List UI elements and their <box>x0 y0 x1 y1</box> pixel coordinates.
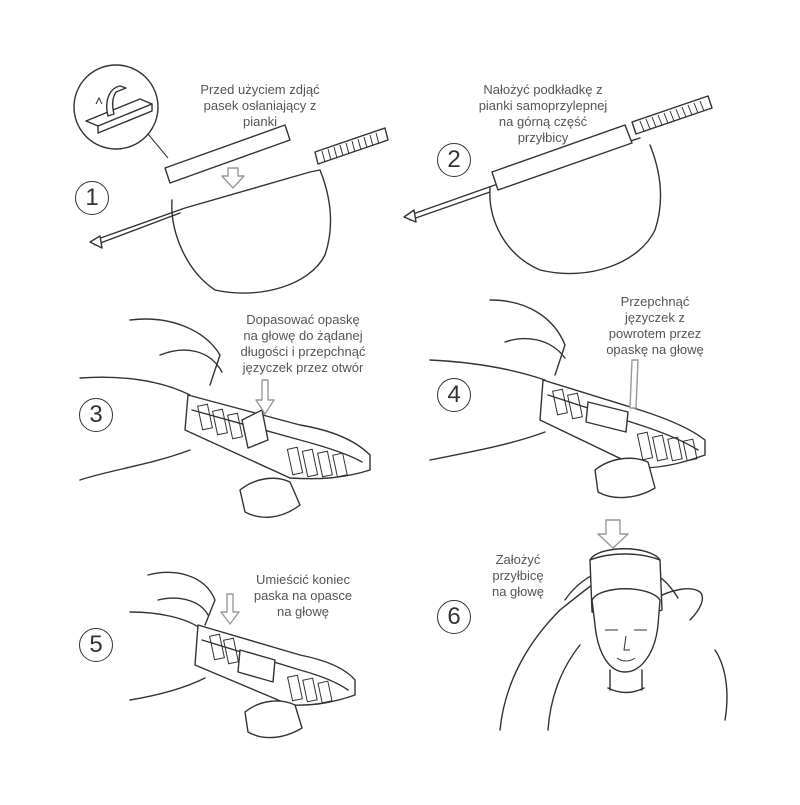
step6-caption: Założyć przyłbicę na głowę <box>491 552 545 599</box>
step1-illustration <box>73 64 389 294</box>
step2-number: 2 <box>437 143 471 177</box>
down-arrow-icon <box>221 167 245 189</box>
step1-number: 1 <box>75 181 109 215</box>
peel-off-detail-icon <box>73 64 169 159</box>
step4-caption: Przepchnąć języczek z powrotem przez opa… <box>606 294 704 357</box>
step6-illustration <box>499 519 728 731</box>
step5-illustration <box>129 571 356 739</box>
step1-caption: Przed użyciem zdjąć pasek osłaniający z … <box>200 82 320 129</box>
step4-number: 4 <box>437 378 471 412</box>
step5-number: 5 <box>79 628 113 662</box>
step3-caption: Dopasować opaskę na głowę do żądanej dłu… <box>240 312 366 375</box>
step3-number: 3 <box>79 398 113 432</box>
step3-illustration <box>79 318 371 518</box>
step4-illustration <box>429 299 706 499</box>
step2-illustration <box>403 95 713 275</box>
step5-caption: Umieścić koniec paska na opasce na głowę <box>253 572 353 619</box>
step2-caption: Nałożyć podkładkę z pianki samoprzylepne… <box>478 82 608 145</box>
step6-number: 6 <box>437 600 471 634</box>
